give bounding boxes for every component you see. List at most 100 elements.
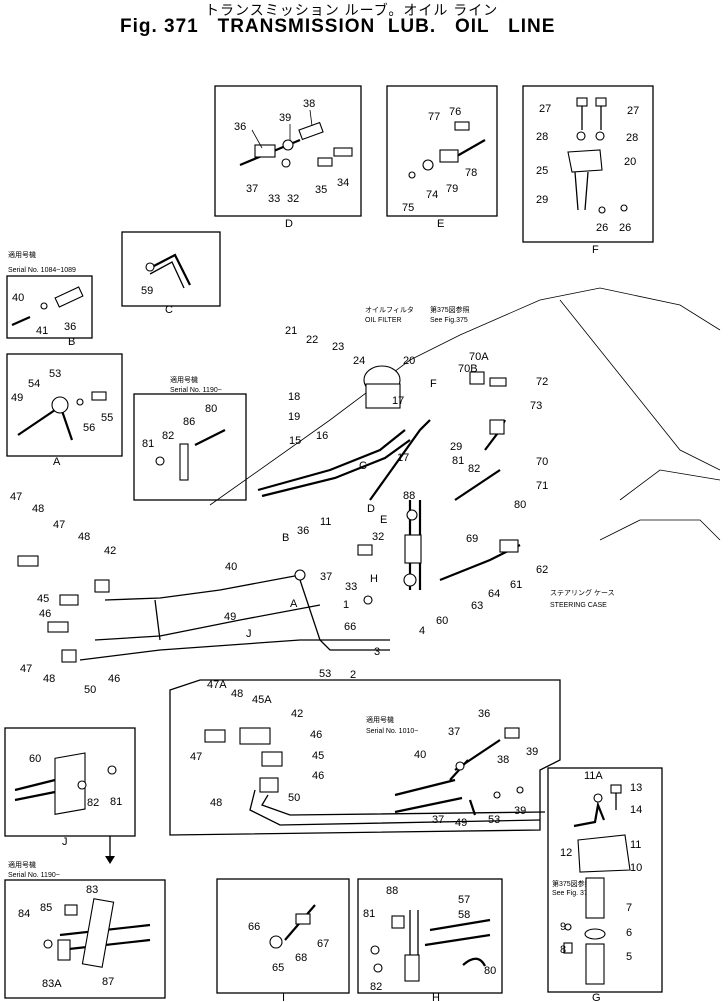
callout: 77 [428, 111, 440, 123]
view-label-j: J [62, 836, 68, 848]
callout: 27 [539, 103, 551, 115]
serial-note-jp: 適用号機 [8, 250, 36, 259]
callout: 64 [488, 588, 500, 600]
callout: 24 [353, 355, 365, 367]
callout: 81 [142, 438, 154, 450]
detail-box-serial-1190: 適用号機 Serial No. 1190~ 80 81 82 86 [133, 375, 247, 501]
serial-note-jp: 適用号機 [170, 375, 198, 384]
callout: 25 [536, 165, 548, 177]
view-label-g: G [592, 992, 601, 1002]
detail-box-j: 60 82 81 J [4, 727, 136, 848]
callout: 37 [432, 814, 444, 826]
callout: B [282, 532, 289, 544]
callout: F [430, 378, 437, 390]
callout: 70 [536, 456, 548, 468]
callout: 53 [488, 814, 500, 826]
steering-case-note-jp: ステアリング ケース [550, 588, 615, 597]
callout: 59 [141, 285, 153, 297]
callout: 39 [279, 112, 291, 124]
callout: 46 [108, 673, 120, 685]
callout: 41 [36, 325, 48, 337]
callout: 63 [471, 600, 483, 612]
callout: 48 [43, 673, 55, 685]
callout: 35 [315, 184, 327, 196]
callout: 34 [337, 177, 349, 189]
callout: E [380, 514, 387, 526]
title-japanese: トランスミッション ルーブ。オイル ライン [205, 2, 499, 18]
detail-box-d: 36 39 38 37 33 32 35 34 D [214, 85, 362, 230]
callout: 5 [626, 951, 632, 963]
callout: 57 [458, 894, 470, 906]
detail-box-a: 53 54 49 56 55 A [6, 353, 123, 468]
callout: 1 [343, 599, 349, 611]
see-fig-note-jp: 第375図参照 [552, 879, 592, 888]
callout: 33 [268, 193, 280, 205]
callout: 49 [224, 611, 236, 623]
callout: 29 [450, 441, 462, 453]
callout: 80 [514, 499, 526, 511]
arrow-down-icon [105, 836, 115, 864]
callout: 17 [397, 452, 409, 464]
callout: 38 [303, 98, 315, 110]
detail-box-g: 第375図参照 See Fig. 375 11A 13 14 12 11 10 … [547, 767, 663, 1002]
oil-filter-note-jp: オイルフィルタ [365, 305, 414, 314]
callout: 66 [248, 921, 260, 933]
callout: 85 [40, 902, 52, 914]
callout: 66 [344, 621, 356, 633]
callout: 37 [320, 571, 332, 583]
callout: 26 [619, 222, 631, 234]
callout: 40 [414, 749, 426, 761]
callout: 39 [526, 746, 538, 758]
callout: 82 [87, 797, 99, 809]
detail-box-f: 27 27 28 28 25 20 29 26 26 F [522, 85, 654, 256]
callout: 60 [436, 615, 448, 627]
detail-box-b: 適用号機 Serial No. 1084~1089 40 41 36 B [6, 250, 93, 348]
callout: 33 [345, 581, 357, 593]
callout: 65 [272, 962, 284, 974]
main-assembly: オイルフィルタ OIL FILTER 第375図参照 See Fig.375 ス… [10, 287, 721, 696]
callout: 40 [225, 561, 237, 573]
callout: 48 [32, 503, 44, 515]
callout: 9 [560, 921, 566, 933]
callout: 68 [295, 952, 307, 964]
steering-case-note: STEERING CASE [550, 602, 607, 609]
callout: 88 [403, 490, 415, 502]
callout: A [290, 598, 298, 610]
callout: 69 [466, 533, 478, 545]
callout: 47 [190, 751, 202, 763]
callout: 36 [234, 121, 246, 133]
callout: 11 [320, 516, 331, 528]
callout: 76 [449, 106, 461, 118]
callout: H [370, 573, 378, 585]
callout: 75 [402, 202, 414, 214]
callout: 37 [448, 726, 460, 738]
callout: 36 [64, 321, 76, 333]
serial-note: Serial No. 1084~1089 [8, 267, 76, 274]
callout: 82 [370, 981, 382, 993]
callout: 50 [288, 792, 300, 804]
callout: 28 [626, 132, 638, 144]
detail-box-lower-middle: 適用号機 Serial No. 1010~ 47A 48 45A 42 46 4… [169, 679, 561, 836]
callout: 36 [478, 708, 490, 720]
view-label-e: E [437, 218, 444, 230]
see-fig-note-jp: 第375図参照 [430, 305, 470, 314]
callout: 71 [536, 480, 548, 492]
callout: C [359, 460, 367, 472]
callout: 72 [536, 376, 548, 388]
detail-box-lower-left: 適用号機 Serial No. 1190~ 83 84 85 83A 87 [4, 860, 166, 999]
callout: D [367, 503, 375, 515]
callout: 83A [42, 978, 62, 990]
callout: 17 [392, 395, 404, 407]
callout: 23 [332, 341, 344, 353]
callout: 49 [11, 392, 23, 404]
callout: 56 [83, 422, 95, 434]
page-title: Fig. 371 TRANSMISSION LUB. OIL LINE [120, 16, 556, 37]
oil-filter-note: OIL FILTER [365, 317, 402, 324]
callout: 22 [306, 334, 318, 346]
callout: 48 [231, 688, 243, 700]
callout: 36 [297, 525, 309, 537]
callout: J [246, 628, 252, 640]
callout: 20 [624, 156, 636, 168]
callout: 39 [514, 805, 526, 817]
